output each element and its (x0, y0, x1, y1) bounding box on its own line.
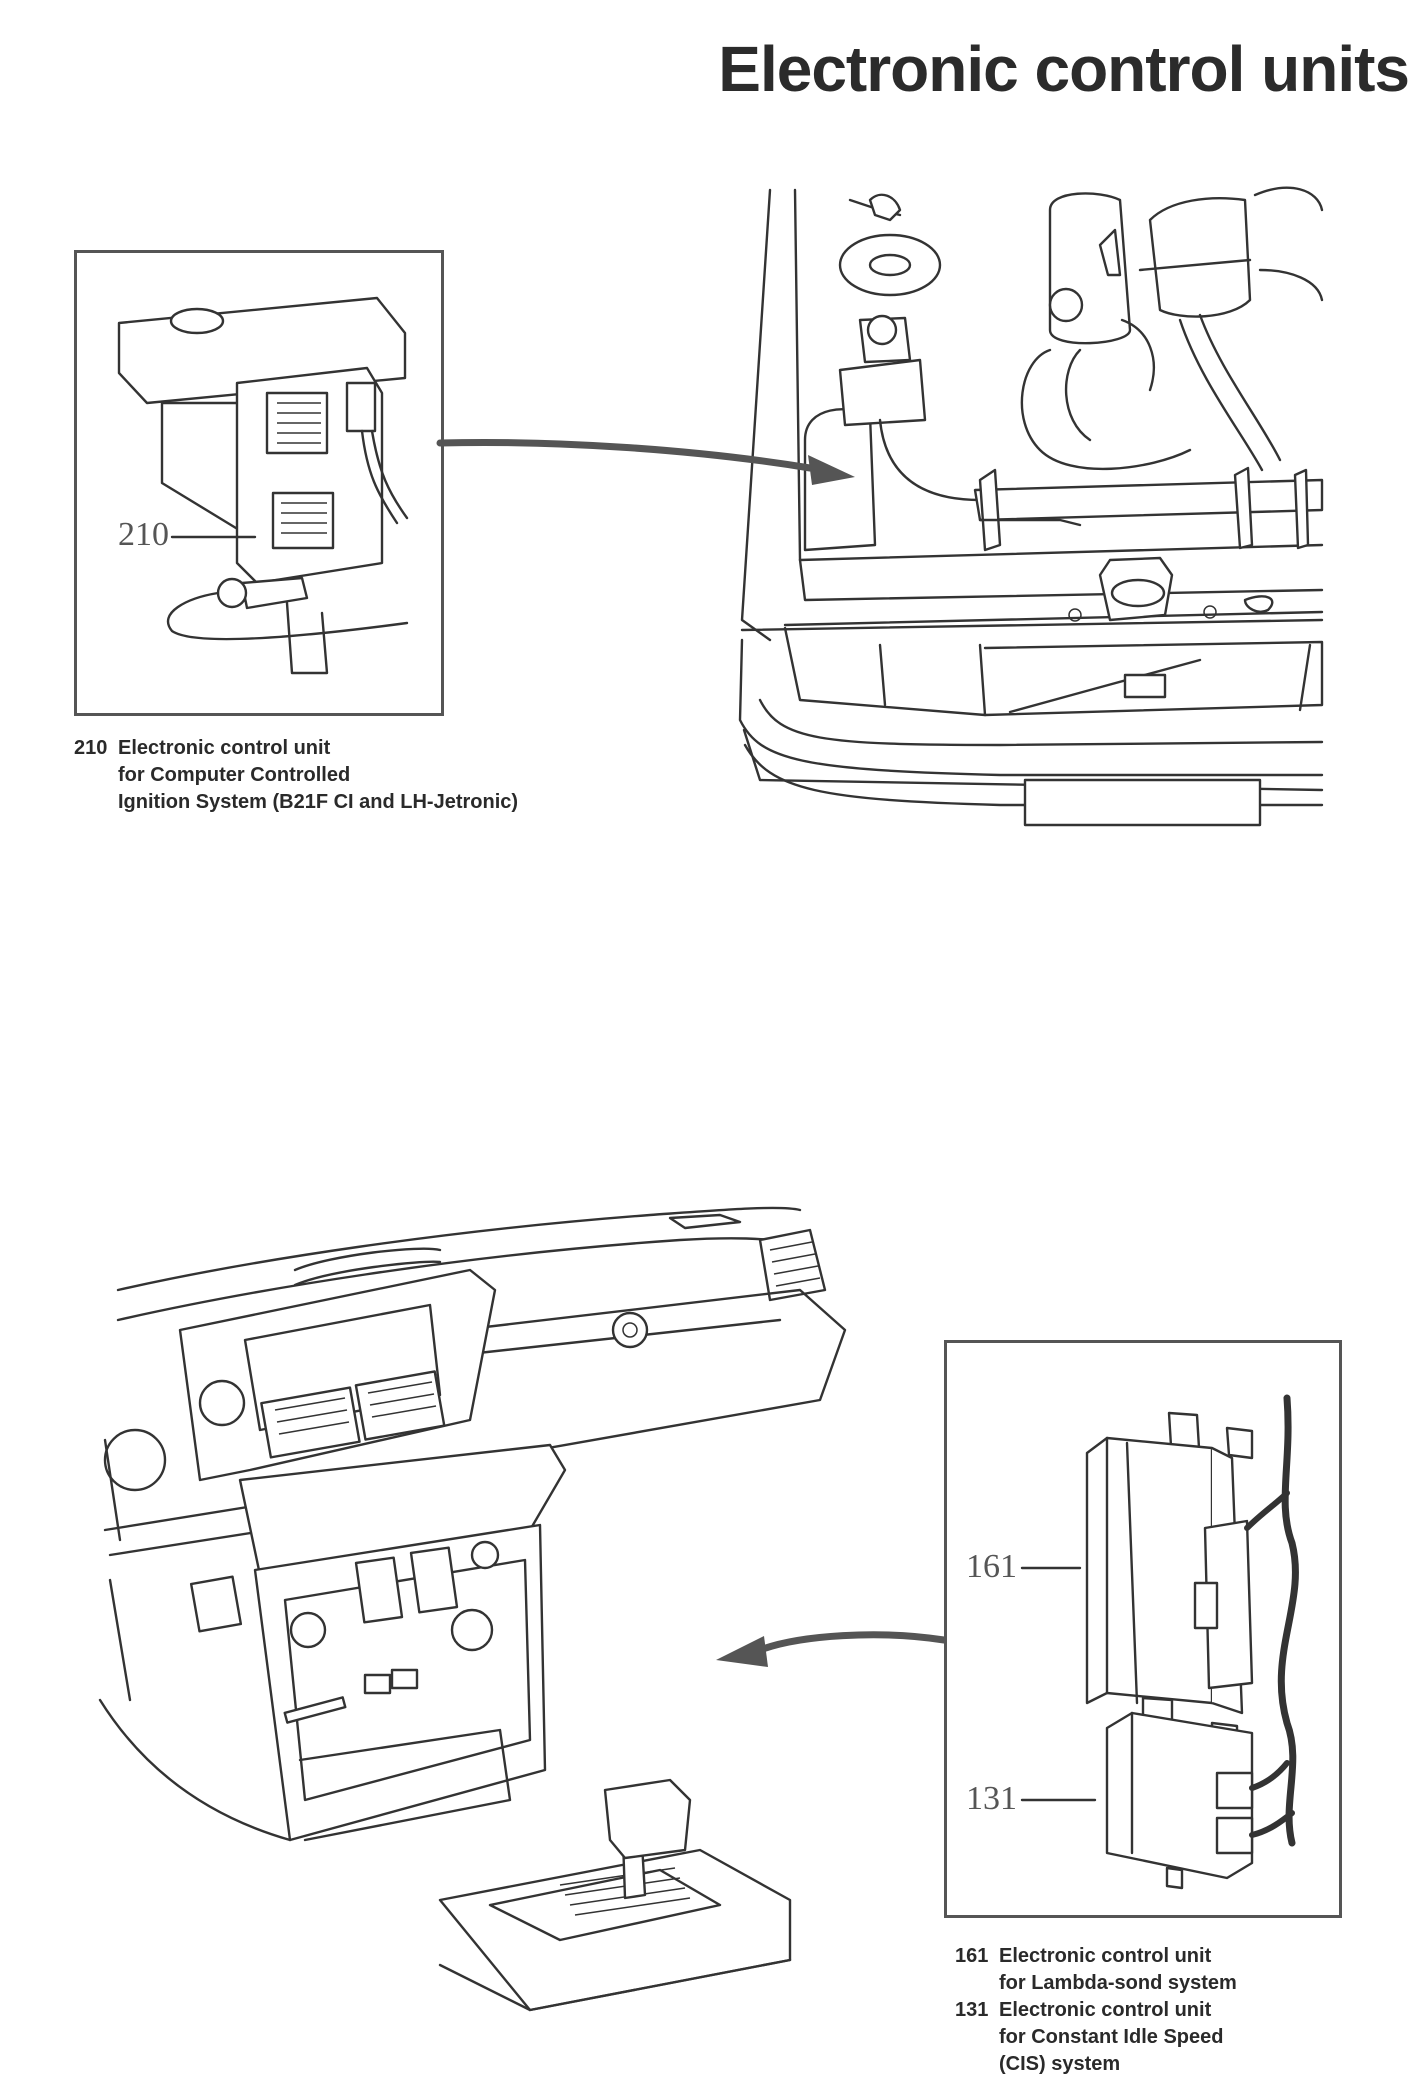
caption-131-line-3: (CIS) system (999, 2053, 1121, 2075)
caption-161-131: 161 Electronic control unit for Lambda-s… (955, 1943, 1237, 2078)
caption-161-line-2: for Lambda-sond system (999, 1972, 1237, 1994)
caption-210-number: 210 (74, 737, 108, 759)
caption-161-line-1: Electronic control unit (999, 1945, 1212, 1967)
page-title: Electronic control units (718, 33, 1409, 105)
caption-131-line-1: Electronic control unit (999, 1999, 1212, 2021)
ignition-ecu-illustration (117, 296, 409, 675)
lambda-cis-ecu-illustration (1085, 1394, 1299, 1890)
caption-161-number: 161 (955, 1945, 989, 1967)
callout-131: 131 (966, 1780, 1017, 1817)
lambda-cis-ecu-detail-frame (944, 1340, 1342, 1918)
ignition-ecu-detail-frame (74, 250, 444, 716)
caption-131-number: 131 (955, 1999, 989, 2021)
caption-210: 210 Electronic control unit for Computer… (74, 735, 518, 816)
caption-210-line-2: for Computer Controlled (118, 764, 351, 786)
callout-210: 210 (118, 516, 169, 553)
caption-210-line-3: Ignition System (B21F CI and LH-Jetronic… (118, 791, 519, 813)
caption-131-line-2: for Constant Idle Speed (999, 2026, 1224, 2048)
callout-161: 161 (966, 1548, 1017, 1585)
caption-210-line-1: Electronic control unit (118, 737, 331, 759)
